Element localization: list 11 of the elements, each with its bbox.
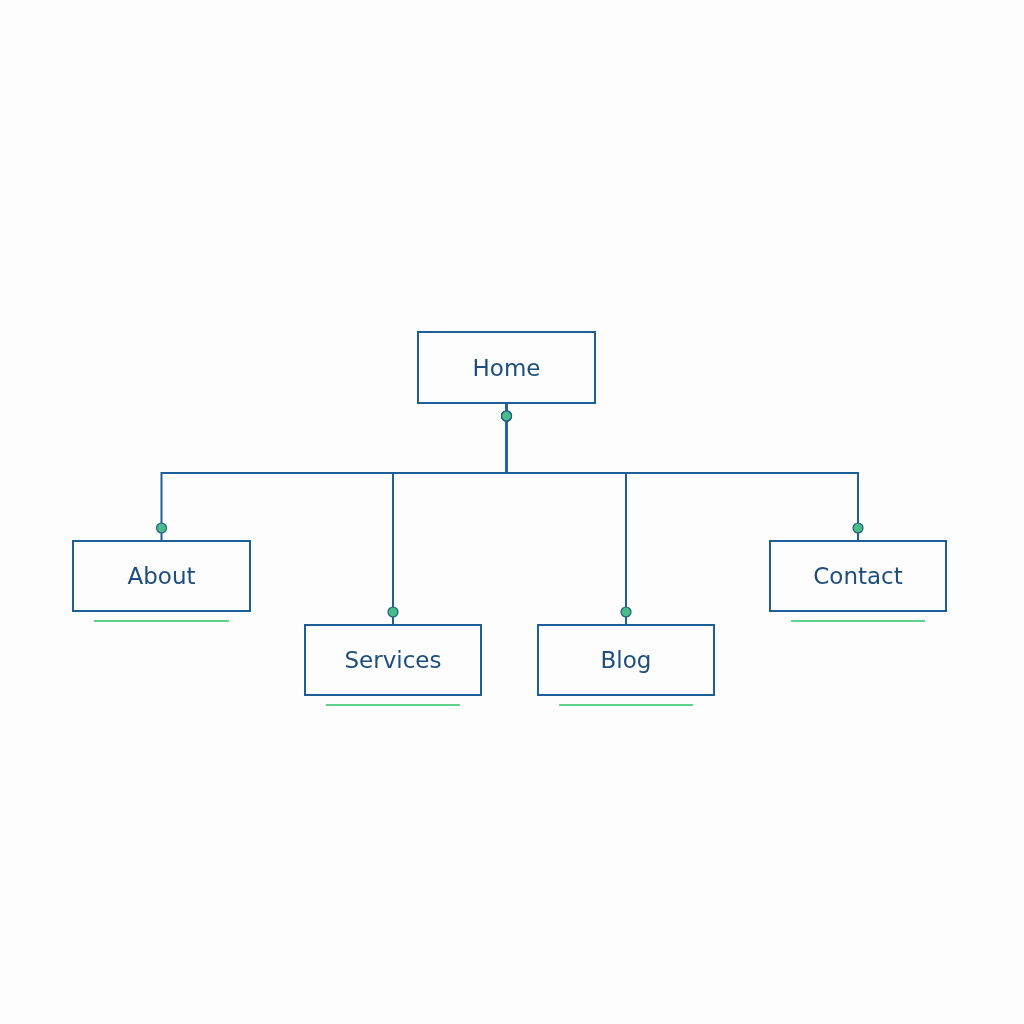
page-label: About [127,563,196,589]
page-box [537,624,715,696]
page-box [72,540,251,612]
page-box [769,540,947,612]
page-label: Blog [600,647,652,673]
page-box [417,331,596,404]
page-label: Home [472,354,541,381]
page-label: Contact [813,563,903,589]
page-box [304,624,482,696]
connector [155,403,513,541]
page-label: Services [344,647,442,673]
